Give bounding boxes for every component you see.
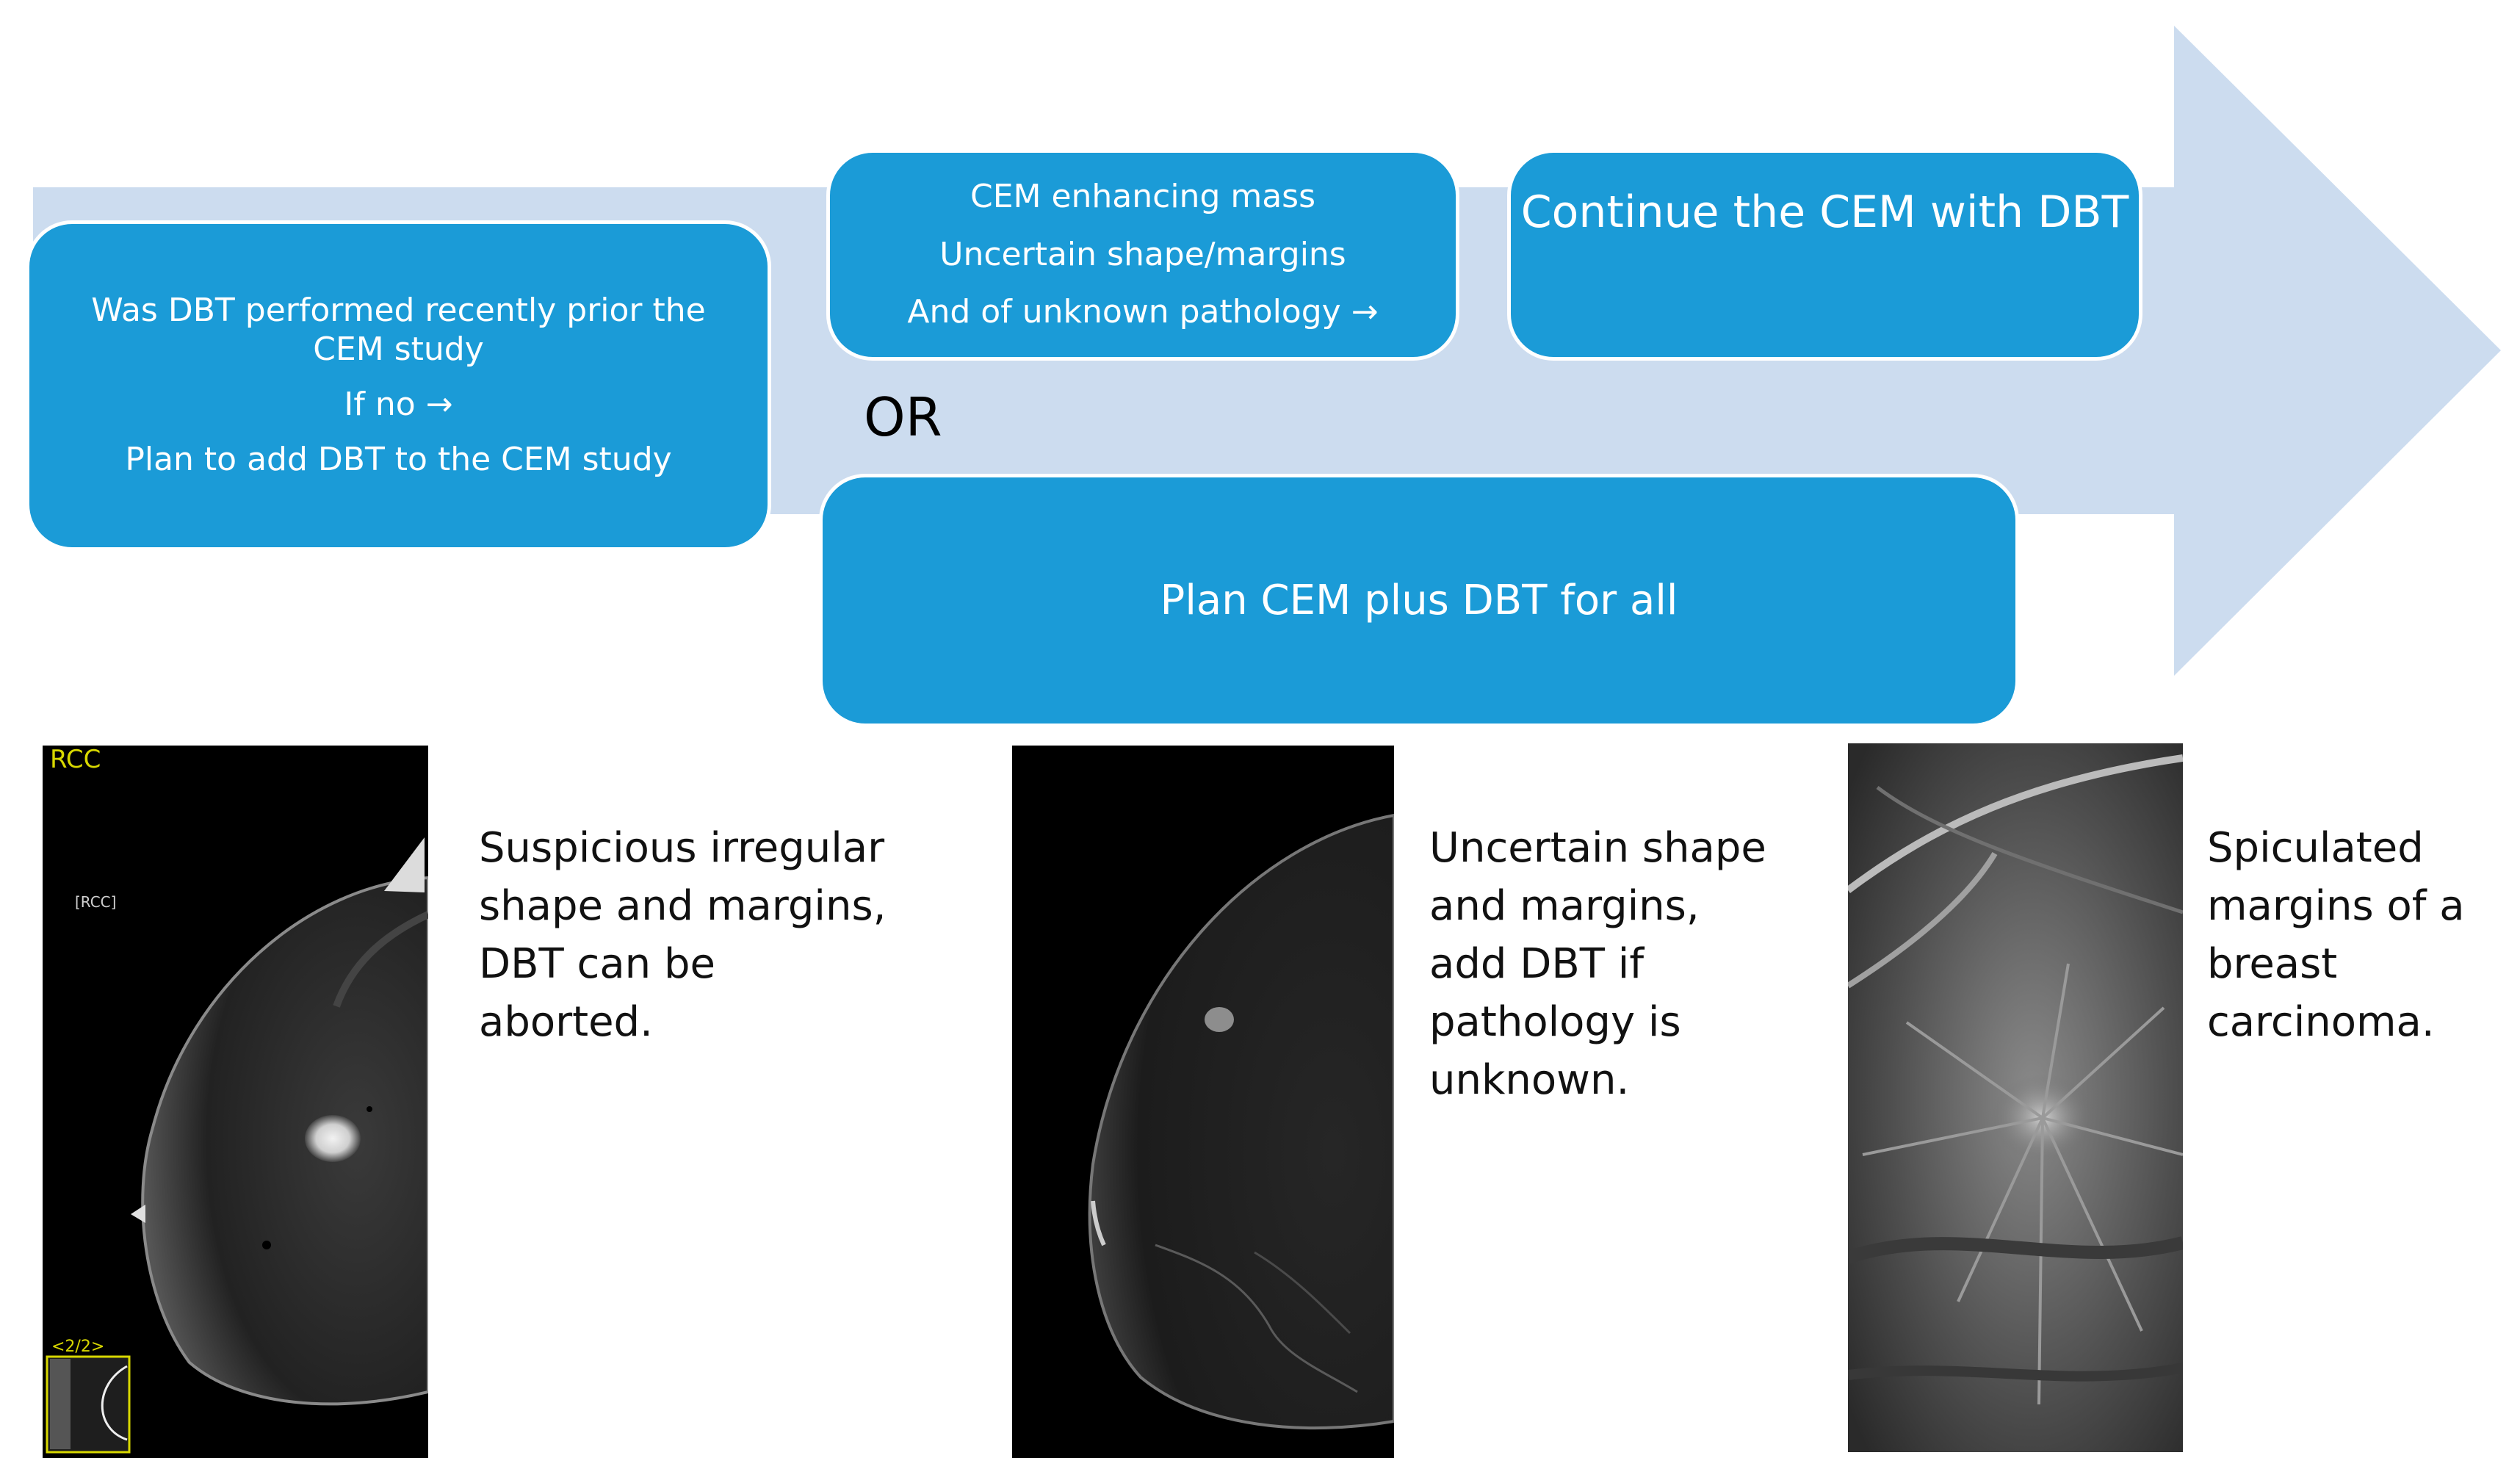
- or-label: OR: [864, 386, 942, 448]
- dbt-image-3: [1848, 743, 2183, 1452]
- caption-line: carcinoma.: [2207, 998, 2435, 1046]
- mammogram-image-1: RCC [RCC] <2/2>: [43, 746, 428, 1458]
- step-dbt-prior-box: Was DBT performed recently prior the CEM…: [29, 224, 768, 547]
- caption-line: pathology is: [1429, 998, 1681, 1046]
- thumbnail-bar: [50, 1359, 71, 1449]
- series-label: <2/2>: [51, 1338, 104, 1356]
- caption-line: Uncertain shape: [1429, 824, 1766, 872]
- caption-line: Suspicious irregular: [479, 824, 885, 872]
- view-label: RCC: [50, 746, 101, 774]
- caption-line: breast: [2207, 940, 2338, 988]
- alt-plan-box: Plan CEM plus DBT for all: [823, 477, 2015, 724]
- mammogram-image-2: [1012, 746, 1394, 1458]
- right-arrow-icon: →: [1351, 293, 1379, 331]
- caption-line: add DBT if: [1429, 940, 1645, 988]
- caption-line: margins of a: [2207, 882, 2465, 930]
- step-dbt-plan: Plan to add DBT to the CEM study: [125, 440, 672, 478]
- step-enhancing-mass-box: CEM enhancing mass Uncertain shape/margi…: [830, 153, 1456, 357]
- caption-line: DBT can be: [479, 940, 715, 988]
- step-mass-line3: And of unknown pathology →: [907, 293, 1379, 331]
- thumbnail-outline: [101, 1365, 128, 1441]
- step-continue-box: Continue the CEM with DBT: [1511, 153, 2139, 357]
- step-mass-line2: Uncertain shape/margins: [939, 235, 1346, 273]
- caption-line: Spiculated: [2207, 824, 2424, 872]
- marker-label: [RCC]: [75, 893, 116, 911]
- right-arrow-icon: →: [425, 386, 453, 423]
- caption-line: and margins,: [1429, 882, 1700, 930]
- step-continue-text: Continue the CEM with DBT: [1520, 187, 2129, 238]
- caption-line: shape and margins,: [479, 882, 887, 930]
- alt-plan-text: Plan CEM plus DBT for all: [1160, 576, 1678, 624]
- caption-uncertain: Uncertain shape and margins, add DBT if …: [1429, 819, 1766, 1109]
- caption-suspicious: Suspicious irregular shape and margins, …: [479, 819, 886, 1051]
- step-mass-line1: CEM enhancing mass: [970, 177, 1316, 215]
- caption-spiculated: Spiculated margins of a breast carcinoma…: [2207, 819, 2465, 1051]
- caption-line: aborted.: [479, 998, 653, 1046]
- step-dbt-question: Was DBT performed recently prior the CEM…: [91, 292, 706, 369]
- caption-line: unknown.: [1429, 1056, 1630, 1104]
- step-dbt-if-no: If no →: [344, 386, 453, 423]
